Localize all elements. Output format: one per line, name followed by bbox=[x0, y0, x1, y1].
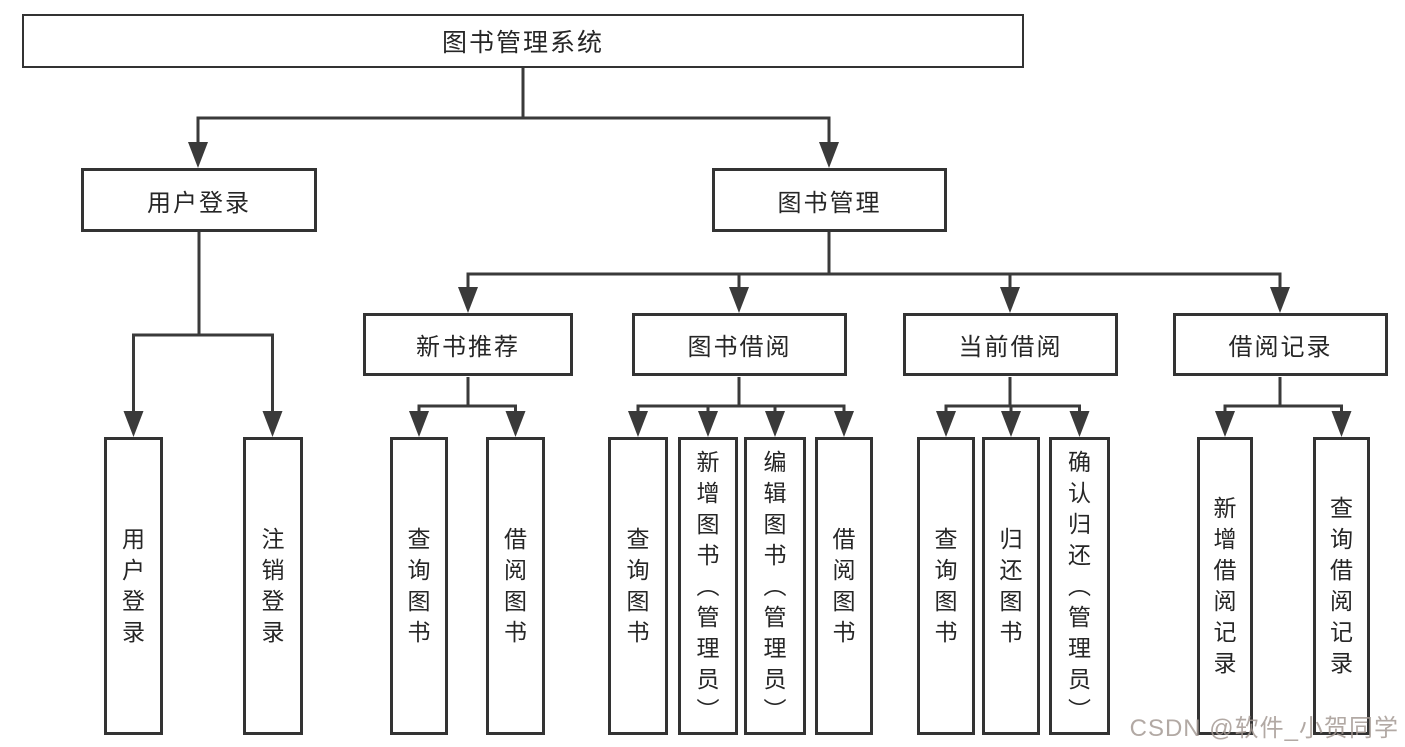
leaf-logout-label: 注销登录 bbox=[261, 526, 285, 645]
leaf-cb-confirm-return-label: 确认归还︵管理员︶ bbox=[1068, 448, 1091, 723]
node-borrowing-records: 借阅记录 bbox=[1173, 313, 1388, 376]
leaf-nb-borrow-books-label: 借阅图书 bbox=[504, 526, 527, 645]
node-book-management: 图书管理 bbox=[712, 168, 947, 232]
leaf-bb-borrow-books: 借阅图书 bbox=[815, 437, 873, 735]
leaf-bb-borrow-books-label: 借阅图书 bbox=[832, 526, 856, 645]
leaf-cb-return-books: 归还图书 bbox=[982, 437, 1040, 735]
leaf-cb-query-books-label: 查询图书 bbox=[934, 526, 958, 645]
leaf-logout: 注销登录 bbox=[243, 437, 303, 735]
leaf-br-add-record: 新增借阅记录 bbox=[1197, 437, 1253, 735]
leaf-nb-query-books-label: 查询图书 bbox=[407, 526, 431, 645]
leaf-nb-borrow-books: 借阅图书 bbox=[486, 437, 545, 735]
leaf-bb-query-books-label: 查询图书 bbox=[626, 526, 650, 645]
leaf-bb-add-books-label: 新增图书︵管理员︶ bbox=[696, 448, 720, 723]
node-book-borrowing: 图书借阅 bbox=[632, 313, 847, 376]
node-current-borrowing: 当前借阅 bbox=[903, 313, 1118, 376]
leaf-br-query-record-label: 查询借阅记录 bbox=[1330, 495, 1353, 676]
leaf-user-login-label: 用户登录 bbox=[122, 526, 145, 645]
leaf-bb-query-books: 查询图书 bbox=[608, 437, 668, 735]
leaf-cb-return-books-label: 归还图书 bbox=[999, 526, 1023, 645]
node-new-book-recommend: 新书推荐 bbox=[363, 313, 573, 376]
node-root: 图书管理系统 bbox=[22, 14, 1024, 68]
leaf-br-query-record: 查询借阅记录 bbox=[1313, 437, 1370, 735]
leaf-br-add-record-label: 新增借阅记录 bbox=[1213, 495, 1237, 676]
leaf-cb-confirm-return: 确认归还︵管理员︶ bbox=[1049, 437, 1110, 735]
leaf-cb-query-books: 查询图书 bbox=[917, 437, 975, 735]
csdn-watermark: CSDN @软件_小贺同学 bbox=[1129, 715, 1399, 742]
leaf-nb-query-books: 查询图书 bbox=[390, 437, 448, 735]
leaf-bb-add-books: 新增图书︵管理员︶ bbox=[678, 437, 738, 735]
leaf-bb-edit-books-label: 编辑图书︵管理员︶ bbox=[763, 448, 787, 723]
leaf-bb-edit-books: 编辑图书︵管理员︶ bbox=[744, 437, 806, 735]
leaf-user-login: 用户登录 bbox=[104, 437, 163, 735]
node-user-login: 用户登录 bbox=[81, 168, 317, 232]
